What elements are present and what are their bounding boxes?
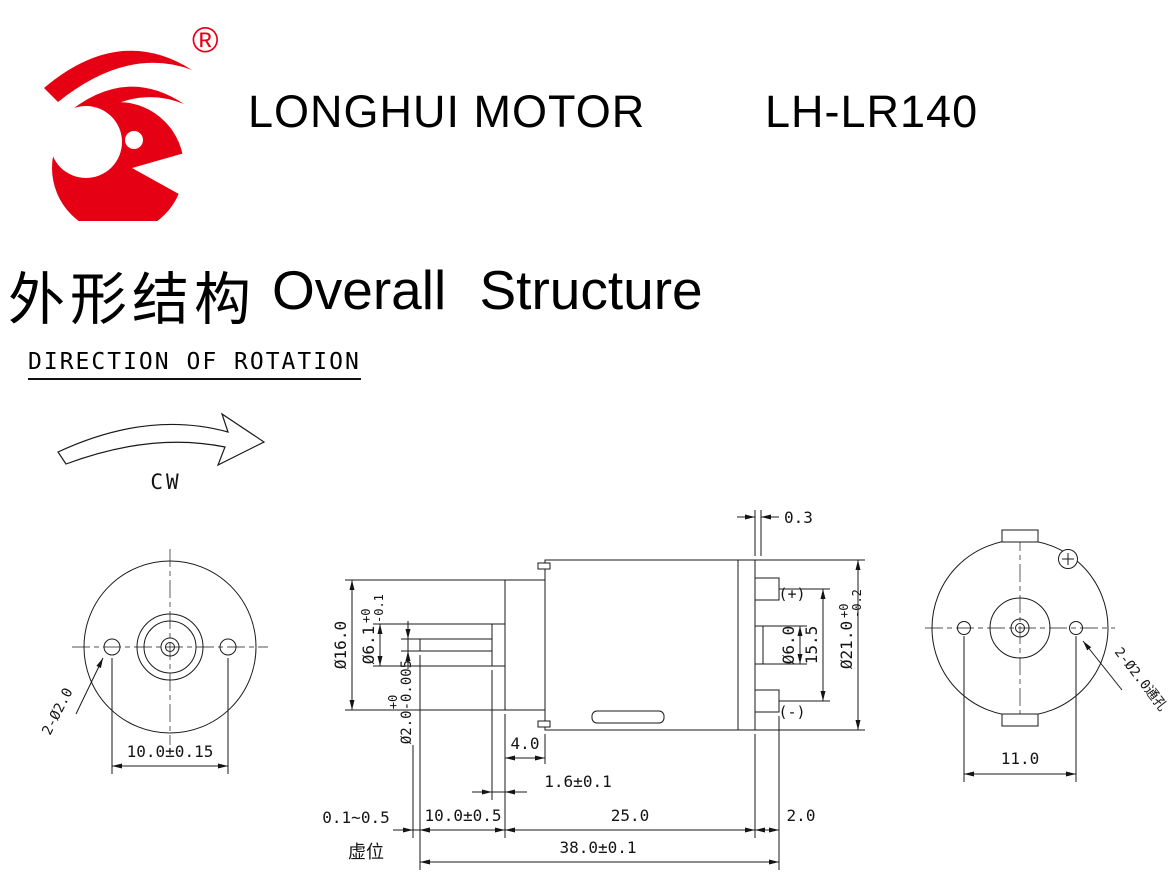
dim-case-diameter: Ø21.0 +0 -0.2 [755,559,865,731]
cw-rotation-arrow: CW [57,412,266,494]
front-plate-dia-label: Ø16.0 [331,621,350,669]
rear-boss [754,625,764,665]
end-play-label: 0.1~0.5 [322,808,389,827]
motor-can [544,559,756,731]
bearing-boss [491,623,506,667]
section-title-chinese: 外形结构 [8,267,256,333]
direction-of-rotation-label: DIRECTION OF ROTATION [28,349,361,380]
front-shaft-center [165,642,175,652]
terminal-negative-label: (-) [778,703,805,721]
side-view: (+) (-) Ø16.0 Ø6.1 +0 -0.1 [322,508,865,870]
bird-beak-notch [132,152,188,198]
rear-centerlines [925,533,1115,723]
mount-tab-top [1001,529,1039,543]
front-hole-spacing-dim: 10.0±0.15 [111,658,229,774]
dim-boss-diameter: Ø6.1 +0 -0.1 [359,594,492,667]
dim-terminal-span: 15.5 [779,588,830,702]
brand-title: LONGHUI MOTOR [248,86,646,137]
cw-label: CW [150,470,181,494]
cw-arrow-icon [57,412,266,467]
registered-trademark-icon: ® [192,19,219,60]
case-dia-label: Ø21.0 [837,621,856,669]
shaft-length-label: 10.0±0.5 [424,806,501,825]
dim-boss-length: 1.6±0.1 [472,670,612,800]
shaft-tol-upper: +0 [386,695,400,709]
rear-hole-right [1069,621,1083,635]
boss-tol-upper: +0 [359,609,373,623]
bird-logo-icon [44,50,192,221]
cap-length-label: 2.0 [787,806,816,825]
front-plate [504,579,546,711]
front-hole-left [103,638,121,656]
front-holes-callout: 2-Ø2.0 [39,657,104,738]
plate-length-label: 4.0 [511,734,540,753]
end-play-cn-label: 虚位 [348,842,384,863]
terminal-positive [754,577,780,601]
rear-hole-spacing-label: 11.0 [1001,749,1040,768]
terminal-span-label: 15.5 [802,626,821,665]
motor-body [419,559,780,731]
brand-logo [44,50,192,221]
front-hole-right [219,638,237,656]
boss-dia-label: Ø6.1 [359,626,378,665]
cap-lip-label: 0.3 [784,508,813,527]
body-length-label: 25.0 [611,806,650,825]
mount-tab-bottom [1001,713,1039,727]
dim-chain-row: 0.1~0.5 虚位 10.0±0.5 25.0 2.0 [322,655,815,870]
bird-eye [125,131,143,149]
rear-shaft-center [1015,623,1025,633]
rear-hole-spacing-dim: 11.0 [963,636,1077,782]
rear-holes-callout: 2-Ø2.0通孔 [1082,640,1171,715]
dim-total-length: 38.0±0.1 [420,838,779,865]
screw-icon [1058,549,1078,569]
crimp-tab-bottom [537,720,551,728]
crimp-tab-top [537,562,551,570]
dim-rear-boss-diameter: Ø6.0 [763,625,807,665]
shaft-outline [419,638,492,652]
dim-plate-length: 4.0 [504,714,546,838]
terminal-positive-label: (+) [778,585,805,603]
rear-hole-left [957,621,971,635]
rear-view: 2-Ø2.0通孔 11.0 [925,529,1171,782]
case-tol-upper: +0 [837,604,851,618]
section-title-english: Overall Structure [272,259,703,321]
shaft-dia-label: Ø2.0-0.005 [399,660,415,744]
boss-length-label: 1.6±0.1 [544,772,611,791]
total-length-label: 38.0±0.1 [559,838,636,857]
front-hole-spacing-label: 10.0±0.15 [127,742,214,761]
front-outer-circle [83,560,257,734]
front-centerlines [72,549,268,745]
rear-boss-dia-label: Ø6.0 [779,626,798,665]
case-tol-lower: -0.2 [850,589,864,618]
terminal-negative [754,689,780,713]
rear-holes-label: 2-Ø2.0通孔 [1111,645,1171,715]
front-holes-label: 2-Ø2.0 [39,685,76,737]
dim-cap-lip: 0.3 [737,508,813,556]
boss-tol-lower: -0.1 [372,594,386,623]
dim-front-plate-diameter: Ø16.0 [331,579,505,711]
model-number: LH-LR140 [765,86,979,137]
vent-slot [591,710,665,724]
front-view: 2-Ø2.0 10.0±0.15 [39,549,268,774]
dim-shaft-diameter: +0 Ø2.0-0.005 [386,621,420,744]
